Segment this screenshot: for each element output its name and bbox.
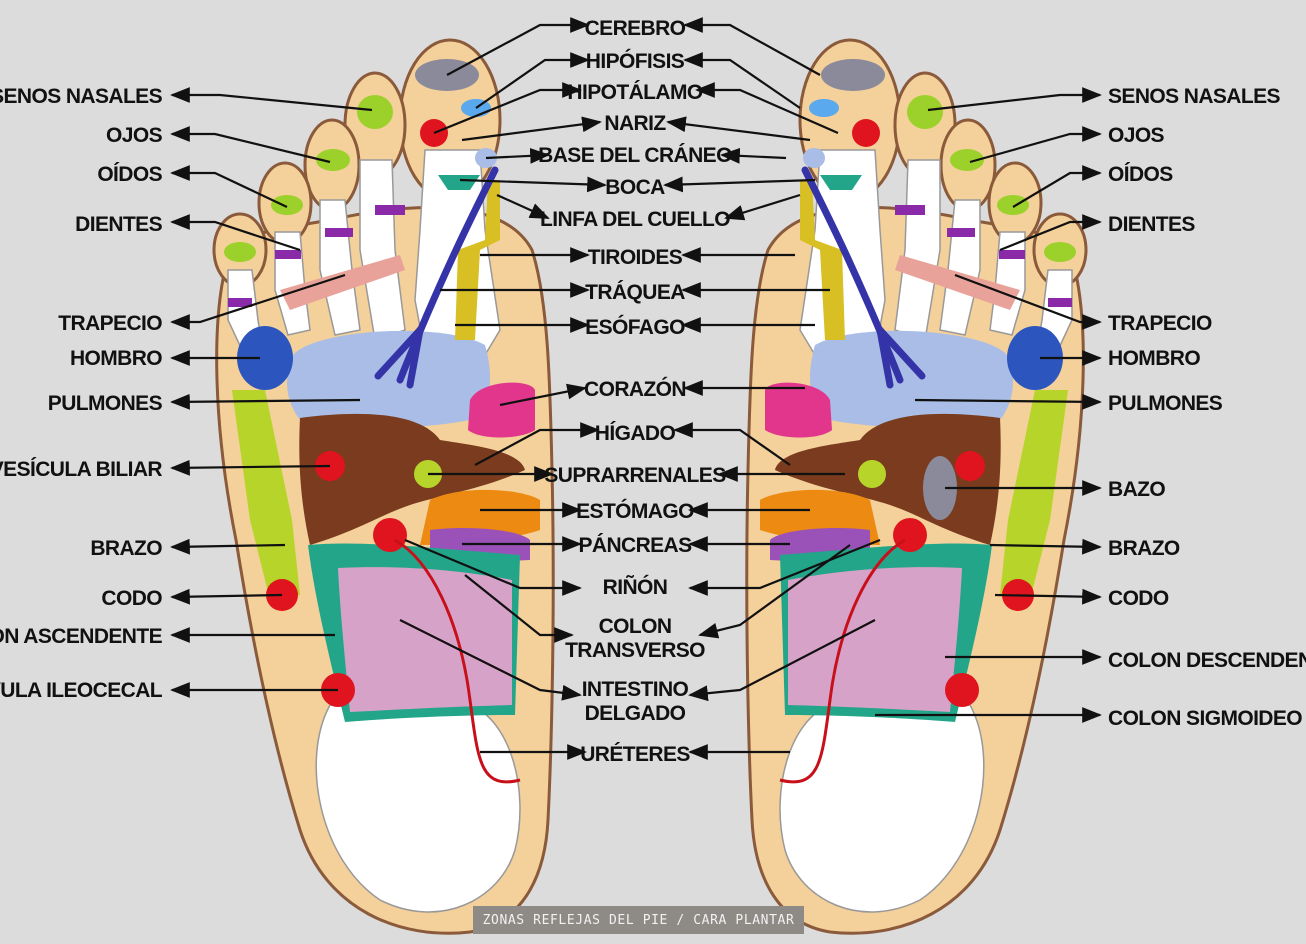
label-left-trapecio: TRAPECIO xyxy=(58,312,162,335)
label-boca: BOCA xyxy=(605,176,665,199)
label-right-bazo: BAZO xyxy=(1108,478,1165,501)
label-right-brazo: BRAZO xyxy=(1108,537,1180,560)
label-right-senos-nasales: SENOS NASALES xyxy=(1108,85,1280,108)
label-left-valvula-ileocecal: ÁLVULA ILEOCECAL xyxy=(0,679,163,702)
label-colon-1: COLON xyxy=(599,615,672,638)
label-right-trapecio: TRAPECIO xyxy=(1108,312,1212,335)
caption-bar: ZONAS REFLEJAS DEL PIE / CARA PLANTAR xyxy=(473,906,804,934)
label-right-colon-descendente: COLON DESCENDENTE xyxy=(1108,649,1306,672)
label-hipofisis: HIPÓFISIS xyxy=(586,49,685,73)
label-rinon: RIÑÓN xyxy=(603,575,668,599)
label-left-colon-ascendente: OLON ASCENDENTE xyxy=(0,625,163,648)
label-hipotalamo: HIPOTÁLAMO xyxy=(567,81,702,104)
left-foot xyxy=(214,40,553,933)
left-labels: SENOS NASALES OJOS OÍDOS DIENTES TRAPECI… xyxy=(0,85,163,702)
label-higado: HÍGADO xyxy=(595,422,676,445)
label-linfa-cuello: LINFA DEL CUELLO xyxy=(540,208,730,231)
label-left-pulmones: PULMONES xyxy=(48,392,163,415)
label-left-oidos: OÍDOS xyxy=(97,163,162,186)
label-nariz: NARIZ xyxy=(604,112,666,135)
label-left-dientes: DIENTES xyxy=(75,213,162,236)
label-corazon: CORAZÓN xyxy=(584,377,686,401)
label-colon-2: TRANSVERSO xyxy=(565,639,705,662)
label-intestino-1: INTESTINO xyxy=(582,678,689,701)
label-tiroides: TIROIDES xyxy=(588,246,683,269)
label-left-ojos: OJOS xyxy=(106,124,163,147)
label-left-senos-nasales: SENOS NASALES xyxy=(0,85,163,108)
label-right-codo: CODO xyxy=(1108,587,1169,610)
label-pancreas: PÁNCREAS xyxy=(578,534,692,557)
label-right-colon-sigmoideo: COLON SIGMOIDEO xyxy=(1108,707,1302,730)
label-intestino-2: DELGADO xyxy=(585,702,686,725)
right-labels: SENOS NASALES OJOS OÍDOS DIENTES TRAPECI… xyxy=(1108,85,1306,730)
label-base-craneo: BASE DEL CRÁNEO xyxy=(538,144,732,167)
label-right-dientes: DIENTES xyxy=(1108,213,1195,236)
label-left-brazo: BRAZO xyxy=(90,537,162,560)
label-estomago: ESTÓMAGO xyxy=(576,499,694,523)
label-right-hombro: HOMBRO xyxy=(1108,347,1200,370)
label-suprarrenales: SUPRARRENALES xyxy=(544,464,726,487)
label-traquea: TRÁQUEA xyxy=(585,281,685,304)
label-right-oidos: OÍDOS xyxy=(1108,163,1173,186)
label-right-pulmones: PULMONES xyxy=(1108,392,1223,415)
label-cerebro: CEREBRO xyxy=(585,17,686,40)
label-left-vesicula-biliar: VESÍCULA BILIAR xyxy=(0,458,162,481)
label-esofago: ESÓFAGO xyxy=(585,315,685,339)
right-foot xyxy=(747,40,1086,933)
label-left-codo: CODO xyxy=(101,587,162,610)
label-right-ojos: OJOS xyxy=(1108,124,1165,147)
label-left-hombro: HOMBRO xyxy=(70,347,162,370)
label-ureteres: URÉTERES xyxy=(580,743,690,766)
